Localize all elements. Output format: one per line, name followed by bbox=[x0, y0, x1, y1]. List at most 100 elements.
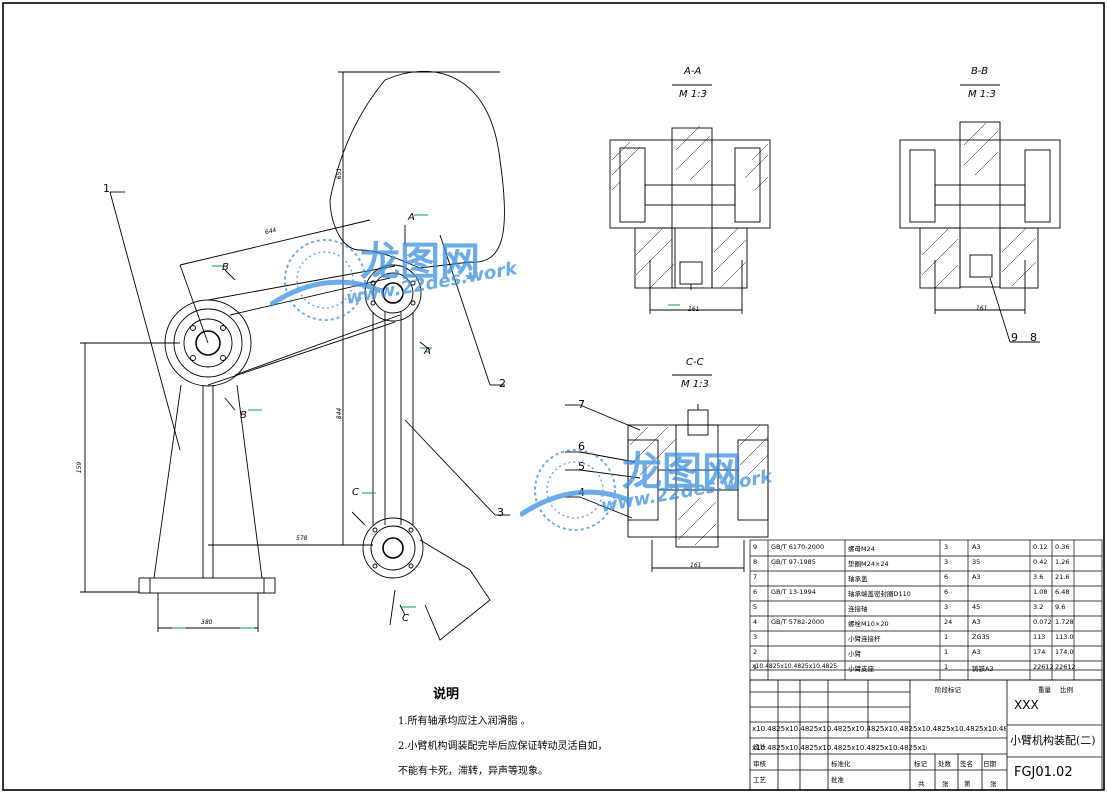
design-label: 设计 bbox=[753, 743, 766, 751]
dim-578: 578 bbox=[296, 535, 308, 542]
bom-cell-qty: 3 bbox=[944, 558, 949, 566]
main-view bbox=[80, 70, 510, 641]
bom-cell-no: 1 bbox=[753, 663, 758, 671]
section-cc bbox=[565, 374, 769, 572]
bom-cell-no: 2 bbox=[753, 648, 758, 656]
bom-cell-w2: 9.6 bbox=[1055, 603, 1066, 611]
watermark-brand: 龙图网 bbox=[360, 239, 480, 285]
sheet-label: 张 bbox=[942, 780, 949, 788]
bom-cell-no: 9 bbox=[753, 543, 758, 551]
bom-header-tail: x10.4825x10.4825x10.4825 bbox=[752, 663, 838, 670]
watermark-globe-icon-2 bbox=[520, 449, 630, 531]
bom-cell-w1: 3.6 bbox=[1033, 573, 1044, 581]
dim-159: 159 bbox=[76, 461, 84, 474]
check-label: 审核 bbox=[753, 760, 766, 768]
date-label: 日期 bbox=[983, 760, 996, 768]
approve-label: 批准 bbox=[831, 776, 844, 784]
section-bb-dim: 161 bbox=[976, 305, 988, 312]
dim-844: 844 bbox=[336, 407, 344, 420]
bom-cell-mat: A3 bbox=[972, 543, 981, 551]
bom-cell-w1: 1.08 bbox=[1033, 588, 1048, 596]
bom-cell-no: 3 bbox=[753, 633, 758, 641]
arm-outline bbox=[329, 70, 505, 269]
bom-cell-qty: 1 bbox=[944, 648, 949, 656]
bom-cell-name: 小臂支座 bbox=[848, 665, 874, 673]
mark-label: 标记 bbox=[914, 760, 927, 768]
section-mark-a-top: A bbox=[408, 212, 415, 223]
title-block-text-2: x10.4825x10.4825x10.4825x10.4825x10.4825… bbox=[752, 744, 927, 752]
bom-cell-w1: 3.2 bbox=[1033, 603, 1044, 611]
top-joint-outer bbox=[364, 264, 422, 322]
bom-cell-name: 螺母M24 bbox=[848, 545, 875, 553]
bom-cell-name: 小臂连接杆 bbox=[848, 635, 881, 643]
section-mark-a-bottom: A bbox=[424, 346, 431, 357]
dim-651: 651 bbox=[336, 167, 344, 180]
bom-cell-qty: 3 bbox=[944, 603, 949, 611]
bom-table-grid bbox=[749, 539, 1103, 681]
part-label-1: 1 bbox=[103, 182, 110, 195]
watermark-1: 龙图网 www.22des.work bbox=[250, 225, 580, 335]
bom-cell-mat: A3 bbox=[972, 648, 981, 656]
part-label-2: 2 bbox=[499, 377, 506, 390]
process-label: 工艺 bbox=[753, 776, 766, 784]
title-block-grid bbox=[749, 679, 1103, 791]
bom-cell-mat: 35 bbox=[972, 558, 981, 566]
section-mark-b-top: B bbox=[222, 262, 229, 273]
section-cc-title: C-C bbox=[686, 357, 704, 368]
part-label-7: 7 bbox=[578, 398, 585, 411]
watermark-brand-2: 龙图网 bbox=[622, 449, 742, 495]
bom-cell-qty: 1 bbox=[944, 663, 949, 671]
bom-cell-name: 轴承端盖密封圈D110 bbox=[848, 590, 911, 598]
bom-cell-name: 连接轴 bbox=[848, 605, 868, 613]
bom-cell-name: 小臂 bbox=[848, 650, 861, 658]
section-bb-hatch bbox=[921, 122, 1037, 289]
bom-cell-w1: 0.42 bbox=[1033, 558, 1048, 566]
bom-cell-name: 垫圈M24×24 bbox=[848, 560, 889, 568]
bom-cell-no: 7 bbox=[753, 573, 758, 581]
bom-cell-qty: 1 bbox=[944, 633, 949, 641]
company-name: XXX bbox=[1014, 698, 1039, 712]
standard-label: 标准化 bbox=[831, 760, 851, 768]
bom-cell-w1: 0.072 bbox=[1033, 618, 1052, 626]
section-bb-scale: M 1:3 bbox=[968, 89, 996, 100]
section-aa-title: A-A bbox=[684, 66, 702, 77]
bottom-joint-outer bbox=[362, 517, 424, 579]
scale-label: 比例 bbox=[1060, 686, 1073, 694]
bom-cell-w2: 174.0 bbox=[1055, 648, 1074, 656]
watermark-2: 龙图网 www.22des.work bbox=[510, 435, 840, 545]
section-mark-b-bottom: B bbox=[240, 410, 247, 421]
notes-line-3: 不能有卡死，滞转，异声等现象。 bbox=[398, 766, 548, 777]
bom-cell-w2: 1.728 bbox=[1055, 618, 1074, 626]
part-label-9: 9 bbox=[1011, 331, 1018, 344]
bom-cell-no: 8 bbox=[753, 558, 758, 566]
dim-380: 380 bbox=[201, 619, 213, 626]
bom-cell-mat: ZG35 bbox=[972, 633, 990, 641]
bom-cell-std: GB/T 5782-2000 bbox=[771, 618, 825, 626]
part-label-8: 8 bbox=[1030, 331, 1037, 344]
part-label-3: 3 bbox=[497, 506, 504, 519]
bom-cell-w2: 0.36 bbox=[1055, 543, 1070, 551]
bom-cell-w2: 22612 bbox=[1055, 663, 1076, 671]
bom-cell-w1: 174 bbox=[1033, 648, 1046, 656]
bom-cell-std: GB/T 13-1994 bbox=[771, 588, 816, 596]
bom-cell-qty: 6 bbox=[944, 573, 949, 581]
section-mark-c-bottom: C bbox=[402, 613, 409, 624]
bom-cell-name: 螺栓M10×20 bbox=[848, 620, 889, 628]
sheet2-label: 张 bbox=[990, 780, 997, 788]
bom-cell-mat: A3 bbox=[972, 573, 981, 581]
signature-label: 签名 bbox=[960, 760, 973, 768]
bom-cell-mat: A3 bbox=[972, 618, 981, 626]
section-aa bbox=[609, 84, 771, 314]
section-aa-dim: 161 bbox=[688, 306, 700, 313]
part-label-5: 5 bbox=[578, 460, 585, 473]
section-bb bbox=[899, 84, 1061, 343]
drawing-number: FGJ01.02 bbox=[1014, 765, 1073, 780]
weight-label: 重量 bbox=[1038, 686, 1051, 694]
section-mark-c-top: C bbox=[352, 487, 359, 498]
watermark-globe-icon bbox=[270, 239, 380, 321]
sheet-of-label: 第 bbox=[964, 780, 971, 788]
section-aa-hatch bbox=[611, 125, 769, 289]
drawing-title: 小臂机构装配(二) bbox=[1010, 734, 1096, 747]
